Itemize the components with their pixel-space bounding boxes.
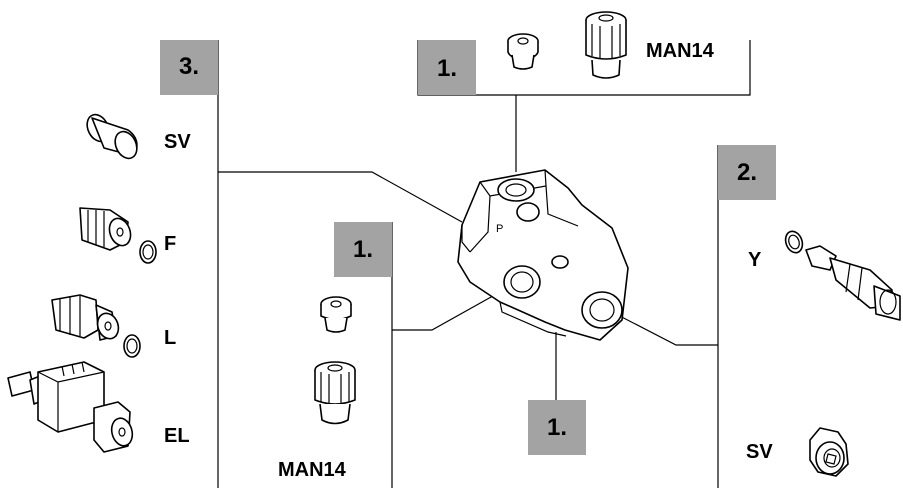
bottom-man14-label: MAN14 [278, 459, 347, 481]
badge-right-label: 2. [737, 159, 757, 186]
left-to-body-line [218, 171, 463, 223]
left-sv-cartridge-icon [86, 113, 138, 160]
mid-plug-icon [320, 296, 352, 333]
left-f-label: F [164, 233, 176, 255]
right-y-valve-icon [784, 230, 901, 321]
left-l-label: L [164, 327, 176, 349]
badge-mid-left: 1. [334, 222, 392, 277]
badge-left-label: 3. [179, 53, 199, 80]
badge-mid-left-label: 1. [353, 236, 373, 263]
top-man14-fitting-icon [585, 11, 627, 79]
badge-top: 1. [418, 40, 476, 95]
badge-bottom-center-label: 1. [547, 414, 567, 441]
badge-right: 2. [718, 145, 776, 200]
right-to-body-line [611, 311, 718, 346]
badge-left: 3. [160, 40, 218, 95]
mid-man14-fitting-icon [314, 361, 356, 425]
top-plug-icon [507, 33, 539, 70]
badge-top-label: 1. [437, 55, 457, 82]
left-sv-label: SV [164, 131, 191, 153]
right-sv-label: SV [746, 441, 773, 463]
valve-body-drawing: P [457, 169, 629, 341]
left-el-solenoid-valve-icon [7, 361, 134, 453]
badge-bottom-center: 1. [528, 400, 586, 455]
left-f-valve-icon [79, 207, 157, 264]
mid-left-to-body-line [392, 291, 501, 331]
right-y-label: Y [748, 249, 762, 271]
port-p-mark: P [496, 223, 503, 235]
top-man14-label: MAN14 [646, 40, 715, 62]
left-l-valve-icon [51, 294, 141, 358]
left-el-label: EL [164, 425, 190, 447]
right-sv-plug-icon [809, 427, 849, 477]
